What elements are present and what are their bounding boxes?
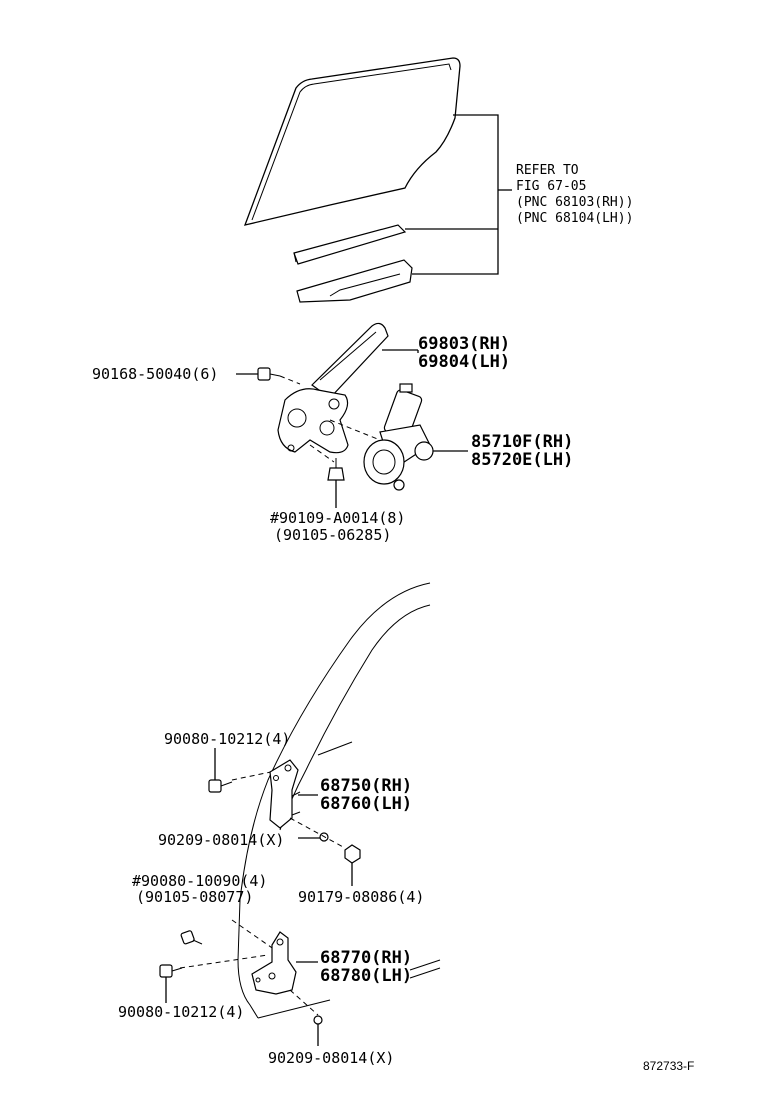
label-bolt-hinge-lower: 90080-10212(4) — [118, 1003, 244, 1021]
door-glass — [243, 57, 461, 226]
label-hinge-upper-rh: 68750(RH) — [320, 776, 412, 796]
label-hinge-lower-rh: 68770(RH) — [320, 948, 412, 968]
bolt-icon — [208, 779, 233, 793]
refer-note-line3: (PNC 68103(RH)) — [516, 195, 633, 210]
glass-channel-upper — [293, 224, 407, 265]
label-motor-lh: 85720E(LH) — [471, 450, 573, 470]
label-pin-upper: 90209-08014(X) — [158, 831, 284, 849]
window-regulator — [277, 322, 389, 454]
label-bolt-hinge-lower-a: #90080-10090(4) — [132, 872, 267, 890]
window-motor — [363, 383, 434, 491]
lower-hinge — [251, 931, 297, 995]
label-regulator-lh: 69804(LH) — [418, 352, 510, 372]
bolt-icon — [159, 964, 183, 978]
label-nut-upper: 90179-08086(4) — [298, 888, 424, 906]
label-hinge-upper-lh: 68760(LH) — [320, 794, 412, 814]
bolt-icon — [180, 930, 203, 945]
label-bolt-regulator-b: (90105-06285) — [274, 526, 391, 544]
figure-reference: 872733-F — [643, 1059, 694, 1073]
bolt-icon — [257, 367, 281, 381]
nut-icon — [344, 844, 361, 864]
body-outline — [237, 582, 441, 1019]
label-bolt-hinge-lower-b: (90105-08077) — [136, 888, 253, 906]
glass-channel-lower — [296, 259, 413, 303]
bolt-icon — [327, 458, 345, 481]
refer-note-line4: (PNC 68104(LH)) — [516, 211, 633, 226]
label-pin-lower: 90209-08014(X) — [268, 1049, 394, 1067]
refer-note-line2: FIG 67-05 — [516, 179, 586, 194]
label-bolt-top: 90168-50040(6) — [92, 365, 218, 383]
label-hinge-lower-lh: 68780(LH) — [320, 966, 412, 986]
label-bolt-regulator-a: #90109-A0014(8) — [270, 509, 405, 527]
upper-hinge — [269, 759, 301, 829]
label-bolt-hinge-upper: 90080-10212(4) — [164, 730, 290, 748]
label-regulator-rh: 69803(RH) — [418, 334, 510, 354]
label-motor-rh: 85710F(RH) — [471, 432, 573, 452]
refer-note-line1: REFER TO — [516, 163, 579, 178]
